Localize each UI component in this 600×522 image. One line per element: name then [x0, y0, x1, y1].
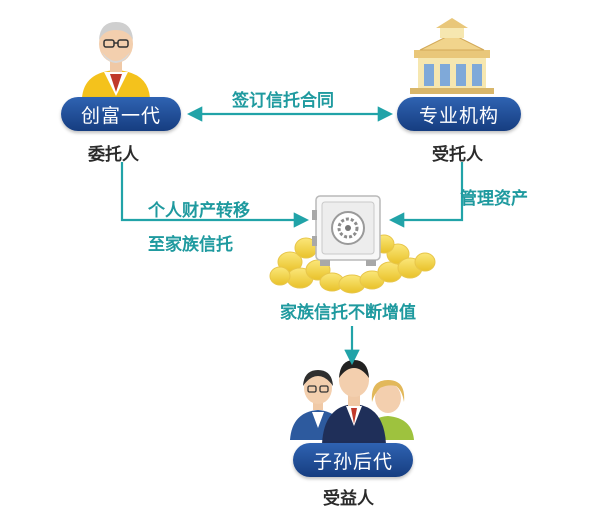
safe-with-coins-icon [269, 195, 436, 294]
role-institution: 受托人 [432, 145, 483, 165]
node-heirs: 子孙后代 [293, 443, 413, 477]
edge-label-contract: 签订信托合同 [232, 91, 334, 111]
edge-label-transfer-1: 个人财产转移 [148, 201, 250, 221]
family-icon [290, 360, 414, 444]
node-institution-label: 专业机构 [418, 104, 499, 127]
edge-label-growth: 家族信托不断增值 [280, 303, 416, 323]
node-founder-label: 创富一代 [80, 104, 161, 127]
arrow-manage [388, 162, 464, 228]
arrows [120, 106, 464, 366]
bank-building-icon [410, 18, 494, 94]
node-heirs-label: 子孙后代 [312, 450, 393, 473]
arrow-transfer [120, 162, 310, 228]
node-founder: 创富一代 [61, 97, 181, 131]
elderly-man-icon [82, 22, 150, 98]
node-institution: 专业机构 [397, 97, 521, 131]
role-founder: 委托人 [88, 145, 139, 165]
edge-label-transfer-2: 至家族信托 [148, 235, 233, 255]
edge-label-manage: 管理资产 [460, 189, 528, 209]
role-heirs: 受益人 [323, 489, 374, 509]
